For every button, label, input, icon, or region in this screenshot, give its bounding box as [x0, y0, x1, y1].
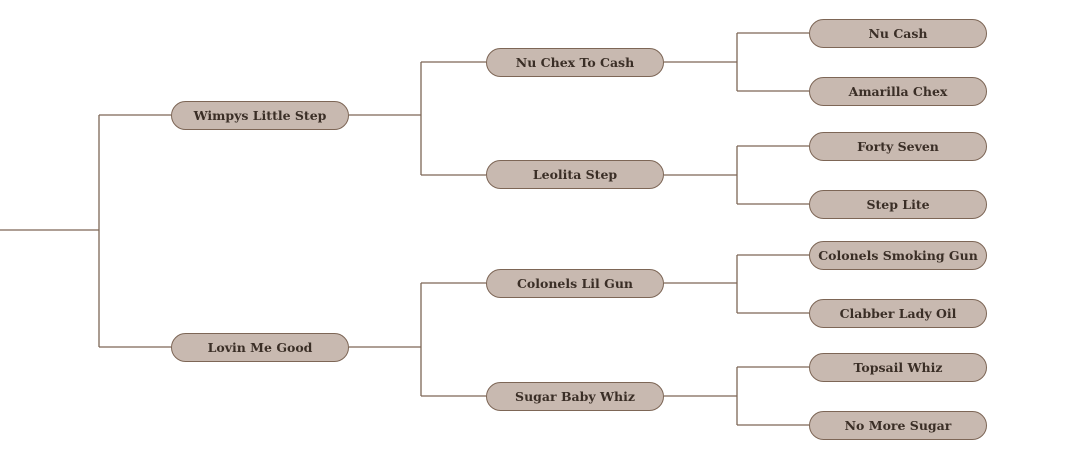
- sire-sire-sire-node[interactable]: Nu Cash: [809, 19, 987, 48]
- sire-sire-node[interactable]: Nu Chex To Cash: [486, 48, 664, 77]
- dam-dam-node[interactable]: Sugar Baby Whiz: [486, 382, 664, 411]
- sire-dam-dam-node[interactable]: Step Lite: [809, 190, 987, 219]
- connector-dam: [349, 282, 486, 397]
- sire-dam-sire-node[interactable]: Forty Seven: [809, 132, 987, 161]
- connector-sire-dam: [664, 145, 809, 205]
- connector-dam-sire: [664, 254, 809, 314]
- dam-dam-sire-node[interactable]: Topsail Whiz: [809, 353, 987, 382]
- dam-sire-sire-node[interactable]: Colonels Smoking Gun: [809, 241, 987, 270]
- sire-node[interactable]: Wimpys Little Step: [171, 101, 349, 130]
- connector-sire-sire: [664, 32, 809, 92]
- dam-sire-node[interactable]: Colonels Lil Gun: [486, 269, 664, 298]
- connector-root: [0, 114, 171, 348]
- dam-dam-dam-node[interactable]: No More Sugar: [809, 411, 987, 440]
- dam-sire-dam-node[interactable]: Clabber Lady Oil: [809, 299, 987, 328]
- connector-dam-dam: [664, 366, 809, 426]
- dam-node[interactable]: Lovin Me Good: [171, 333, 349, 362]
- sire-dam-node[interactable]: Leolita Step: [486, 160, 664, 189]
- sire-sire-dam-node[interactable]: Amarilla Chex: [809, 77, 987, 106]
- connector-sire: [349, 61, 486, 176]
